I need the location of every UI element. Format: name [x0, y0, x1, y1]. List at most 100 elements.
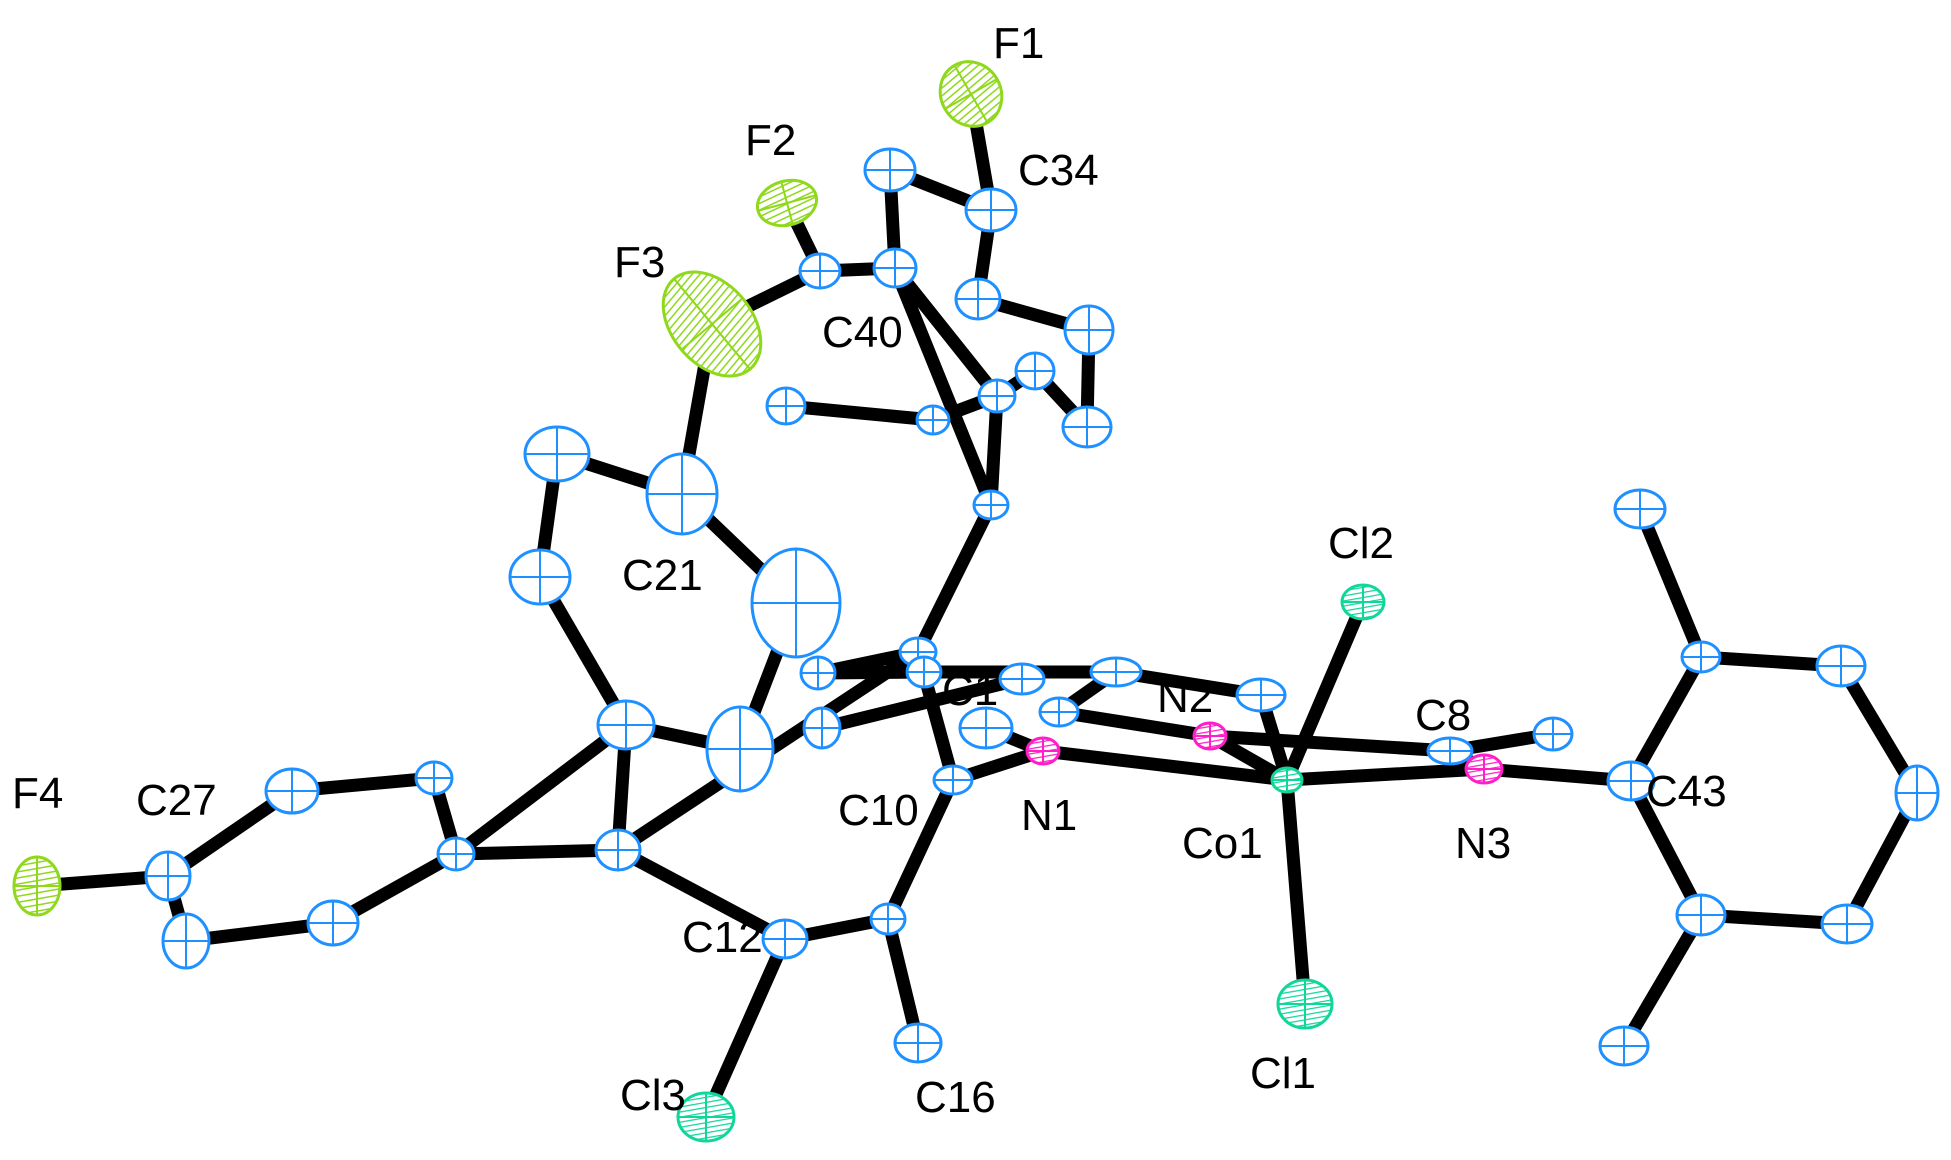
atom-a43: [1063, 304, 1115, 356]
atom-a62: [414, 760, 454, 796]
atom-Cl2: [1340, 583, 1386, 621]
label-C43: C43: [1646, 767, 1727, 816]
atom-a85: [1598, 1025, 1650, 1067]
atom-a81: [1815, 644, 1867, 688]
bond-a56-a67: [815, 672, 1029, 735]
atom-N3: [1464, 753, 1504, 785]
label-C21: C21: [622, 551, 703, 600]
atom-a63: [436, 836, 476, 872]
bond-a63-a64: [449, 843, 625, 861]
label-Cl3: Cl3: [620, 1071, 686, 1120]
bond-a84-a85: [1617, 908, 1708, 1053]
bond-Co1-N3: [1280, 762, 1491, 787]
label-F3: F3: [614, 238, 665, 287]
atom-N1: [1025, 736, 1061, 766]
atom-a36: [863, 147, 917, 193]
atom-a37: [872, 247, 918, 289]
label-Cl1: Cl1: [1250, 1049, 1316, 1098]
atom-a64: [594, 828, 642, 872]
bond-a45-a48: [984, 389, 1004, 512]
atom-a57: [799, 655, 837, 691]
bond-a80-a79: [1633, 502, 1708, 664]
bond-N2-C8: [1203, 729, 1457, 758]
atom-a76: [1532, 716, 1574, 752]
bond-C43-a80: [1624, 650, 1708, 788]
label-F1: F1: [993, 19, 1044, 68]
label-Cl2: Cl2: [1328, 519, 1394, 568]
bonds-layer: [30, 87, 1924, 1124]
bond-a37-a48: [888, 261, 998, 512]
atom-a80: [1680, 640, 1722, 674]
label-C10: C10: [838, 786, 919, 835]
bond-a48-a55: [911, 498, 998, 659]
atom-a61: [264, 767, 320, 815]
bond-a87-C10: [881, 773, 960, 926]
atom-F4: [12, 855, 62, 917]
label-C34: C34: [1018, 146, 1099, 195]
bond-a84-C43: [1624, 774, 1708, 922]
label-N2: N2: [1157, 673, 1213, 722]
atom-a79: [1613, 488, 1667, 530]
atom-a47: [765, 386, 807, 426]
atom-a39: [798, 252, 842, 290]
bond-Co1-Cl2: [1280, 595, 1370, 787]
atom-F2: [755, 178, 819, 228]
atoms-layer: [12, 60, 1940, 1143]
bond-a46-a47: [779, 399, 940, 427]
atom-a71: [958, 706, 1014, 750]
atom-a56: [802, 706, 842, 750]
atom-a68: [1089, 656, 1143, 688]
atom-C21: [645, 452, 719, 536]
label-N1: N1: [1021, 791, 1077, 840]
atom-a45: [977, 378, 1017, 414]
atom-a44: [1061, 405, 1113, 449]
atom-a46: [915, 404, 951, 436]
atom-a66: [161, 912, 211, 970]
atom-F3: [661, 270, 763, 378]
atom-a87: [869, 902, 907, 936]
label-F2: F2: [745, 116, 796, 165]
atom-C43: [1606, 760, 1656, 802]
atom-a42: [1014, 351, 1056, 391]
atom-Co1: [1270, 766, 1304, 794]
atom-a67: [998, 662, 1046, 696]
label-C16: C16: [915, 1073, 996, 1122]
bond-a64-C12: [611, 843, 792, 946]
atom-C10: [932, 764, 974, 796]
label-N3: N3: [1455, 819, 1511, 868]
atom-a51: [508, 548, 572, 606]
atom-a82: [1894, 764, 1940, 822]
atom-C16: [893, 1022, 943, 1064]
atom-C8: [1426, 736, 1474, 766]
bond-C1-N2: [1052, 705, 1217, 743]
atom-C27: [144, 850, 192, 902]
atom-a65: [306, 899, 360, 947]
label-F4: F4: [12, 769, 63, 818]
label-C1: C1: [942, 666, 998, 715]
atom-a83: [1820, 903, 1874, 945]
atom-a52: [750, 547, 842, 659]
atom-a69: [1235, 677, 1287, 713]
atom-a53: [596, 699, 656, 751]
labels-layer: F1 F2 F3 F4 C34 C40 C21 C27 C1 N2 C8 C10…: [12, 19, 1727, 1122]
atom-a84: [1675, 893, 1727, 937]
label-C8: C8: [1415, 691, 1471, 740]
bond-C12-Cl3: [699, 932, 792, 1124]
atom-a58: [905, 655, 943, 689]
label-Co1: Co1: [1182, 819, 1263, 868]
bond-a37-a45: [888, 261, 1004, 403]
atom-C34: [964, 187, 1018, 233]
bond-a87-C16: [881, 912, 925, 1050]
atom-C12: [761, 918, 809, 960]
atom-Cl1: [1276, 978, 1334, 1030]
atom-F1: [938, 60, 1004, 128]
atom-a41: [954, 277, 1002, 321]
atom-a49: [523, 425, 591, 483]
bond-Co1-Cl1: [1280, 773, 1312, 1011]
atom-N2: [1192, 721, 1228, 751]
bond-a53-a63: [449, 718, 633, 861]
atom-a48: [972, 489, 1010, 521]
bond-N1-Co1: [1036, 744, 1294, 787]
